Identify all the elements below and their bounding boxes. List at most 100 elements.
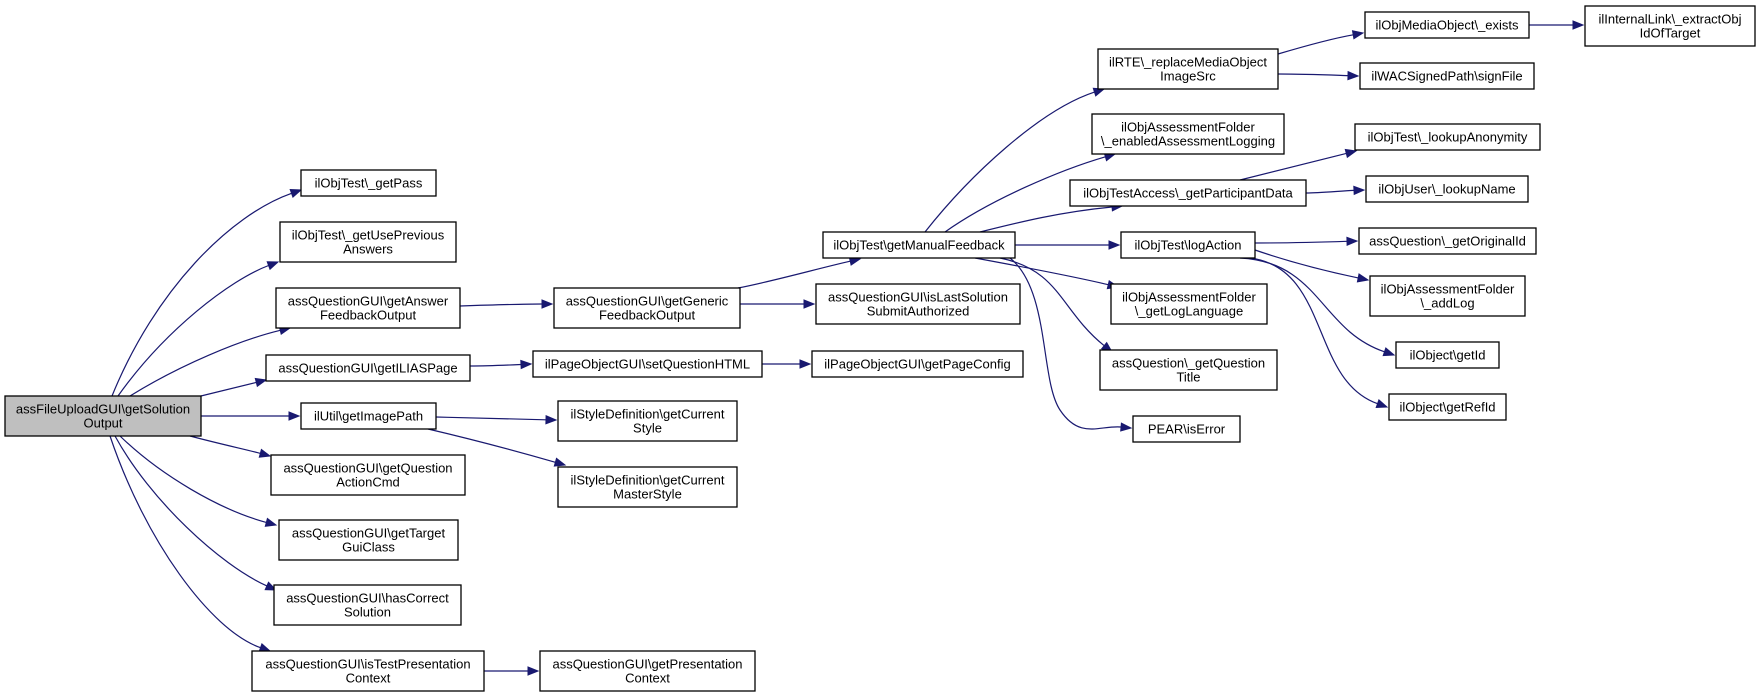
node-box bbox=[279, 221, 457, 263]
edge-line bbox=[979, 206, 1113, 233]
edge-root-to-hasCorrect bbox=[114, 435, 278, 591]
edge-isTestPres-to-getPresCtx bbox=[484, 666, 540, 676]
node-box bbox=[553, 287, 741, 329]
edge-layer bbox=[109, 20, 1585, 676]
node-enabledLogging[interactable]: ilObjAssessmentFolder\_enabledAssessment… bbox=[1091, 113, 1285, 155]
node-label: \_enabledAssessmentLogging bbox=[1101, 134, 1275, 149]
edge-root-to-getTargetGui bbox=[119, 435, 278, 527]
arrowhead bbox=[1344, 148, 1358, 159]
node-label: ilObjMediaObject\_exists bbox=[1375, 18, 1519, 33]
arrowhead bbox=[545, 415, 558, 425]
arrowhead bbox=[264, 581, 278, 591]
edge-getManualFb-to-getParticipant bbox=[979, 202, 1124, 233]
arrowhead bbox=[289, 188, 303, 198]
node-getParticipant[interactable]: ilObjTestAccess\_getParticipantData bbox=[1069, 179, 1307, 207]
arrowhead bbox=[1382, 347, 1396, 357]
arrowhead bbox=[553, 457, 567, 467]
node-label: assQuestionGUI\hasCorrect bbox=[286, 591, 449, 606]
node-label: ilObjTest\_getPass bbox=[315, 176, 423, 191]
node-setQuestionHTML[interactable]: ilPageObjectGUI\setQuestionHTML bbox=[532, 350, 763, 378]
edge-setQuestionHTML-to-getPageConfig bbox=[762, 359, 812, 369]
edge-line bbox=[459, 303, 543, 307]
node-logAction[interactable]: ilObjTest\logAction bbox=[1120, 231, 1256, 259]
node-getRefId[interactable]: ilObject\getRefId bbox=[1388, 393, 1507, 421]
edge-line bbox=[427, 428, 556, 463]
edge-line bbox=[189, 435, 261, 454]
node-box bbox=[4, 395, 202, 437]
node-label: ilObjAssessmentFolder bbox=[1381, 282, 1515, 297]
edge-replaceMedia-to-signFile bbox=[1277, 70, 1360, 81]
edge-line bbox=[1239, 152, 1347, 181]
node-box bbox=[251, 650, 485, 692]
edge-line bbox=[974, 257, 1109, 286]
node-label: ilPageObjectGUI\setQuestionHTML bbox=[545, 357, 750, 372]
edge-line bbox=[119, 435, 267, 523]
node-getOrigId[interactable]: assQuestion\_getOriginalId bbox=[1358, 227, 1537, 255]
node-label: ilStyleDefinition\getCurrent bbox=[571, 407, 725, 422]
arrowhead bbox=[1351, 30, 1365, 40]
node-box bbox=[1364, 11, 1530, 39]
arrowhead bbox=[266, 261, 280, 271]
node-label: assQuestionGUI\getGeneric bbox=[566, 294, 729, 309]
node-getPageConfig[interactable]: ilPageObjectGUI\getPageConfig bbox=[811, 350, 1024, 378]
node-label: Title bbox=[1176, 370, 1200, 385]
edge-line bbox=[1249, 257, 1378, 405]
node-label: Style bbox=[633, 421, 662, 436]
node-getId[interactable]: ilObject\getId bbox=[1395, 341, 1500, 369]
edge-line bbox=[1277, 34, 1354, 55]
node-getPass[interactable]: ilObjTest\_getPass bbox=[300, 169, 437, 197]
node-label: assQuestionGUI\getILIASPage bbox=[278, 361, 457, 376]
node-isLastSol[interactable]: assQuestionGUI\isLastSolutionSubmitAutho… bbox=[815, 283, 1021, 325]
node-box bbox=[532, 350, 763, 378]
edge-getGenericFb-to-isLastSol bbox=[739, 299, 816, 309]
node-label: Context bbox=[625, 671, 670, 686]
node-box bbox=[1395, 341, 1500, 369]
node-mediaExists[interactable]: ilObjMediaObject\_exists bbox=[1364, 11, 1530, 39]
edge-line bbox=[117, 264, 269, 397]
node-signFile[interactable]: ilWACSignedPath\signFile bbox=[1359, 62, 1535, 90]
node-isError[interactable]: PEAR\isError bbox=[1132, 415, 1241, 443]
node-label: ilObject\getId bbox=[1410, 348, 1486, 363]
node-getILIASPage[interactable]: assQuestionGUI\getILIASPage bbox=[265, 354, 471, 382]
node-label: PEAR\isError bbox=[1148, 422, 1226, 437]
edge-root-to-getQActionCmd bbox=[189, 435, 272, 458]
node-label: assQuestionGUI\isTestPresentation bbox=[265, 657, 470, 672]
node-label: ilUtil\getImagePath bbox=[314, 409, 423, 424]
node-label: \_addLog bbox=[1420, 296, 1474, 311]
edge-root-to-getImagePath bbox=[200, 411, 301, 421]
node-label: assQuestionGUI\isLastSolution bbox=[828, 290, 1008, 305]
node-label: Solution bbox=[344, 605, 391, 620]
edge-getManualFb-to-logAction bbox=[1015, 240, 1121, 250]
node-box bbox=[1099, 349, 1278, 391]
arrowhead bbox=[1356, 273, 1370, 283]
node-addLog[interactable]: ilObjAssessmentFolder\_addLog bbox=[1369, 275, 1526, 317]
node-box bbox=[1097, 48, 1279, 90]
arrowhead bbox=[803, 299, 816, 309]
node-getImagePath[interactable]: ilUtil\getImagePath bbox=[300, 402, 437, 430]
node-label: assQuestionGUI\getAnswer bbox=[288, 294, 449, 309]
node-lookupName[interactable]: ilObjUser\_lookupName bbox=[1365, 175, 1529, 203]
edge-getManualFb-to-isError bbox=[1009, 257, 1133, 432]
node-box bbox=[557, 400, 738, 442]
node-getLogLang[interactable]: ilObjAssessmentFolder\_getLogLanguage bbox=[1110, 283, 1268, 325]
node-lookupAnon[interactable]: ilObjTest\_lookupAnonymity bbox=[1354, 123, 1541, 151]
node-label: ImageSrc bbox=[1160, 69, 1216, 84]
edge-line bbox=[999, 257, 1105, 347]
node-label: ilPageObjectGUI\getPageConfig bbox=[824, 357, 1010, 372]
edge-line bbox=[1254, 240, 1348, 244]
node-getManualFb[interactable]: ilObjTest\getManualFeedback bbox=[822, 231, 1016, 259]
